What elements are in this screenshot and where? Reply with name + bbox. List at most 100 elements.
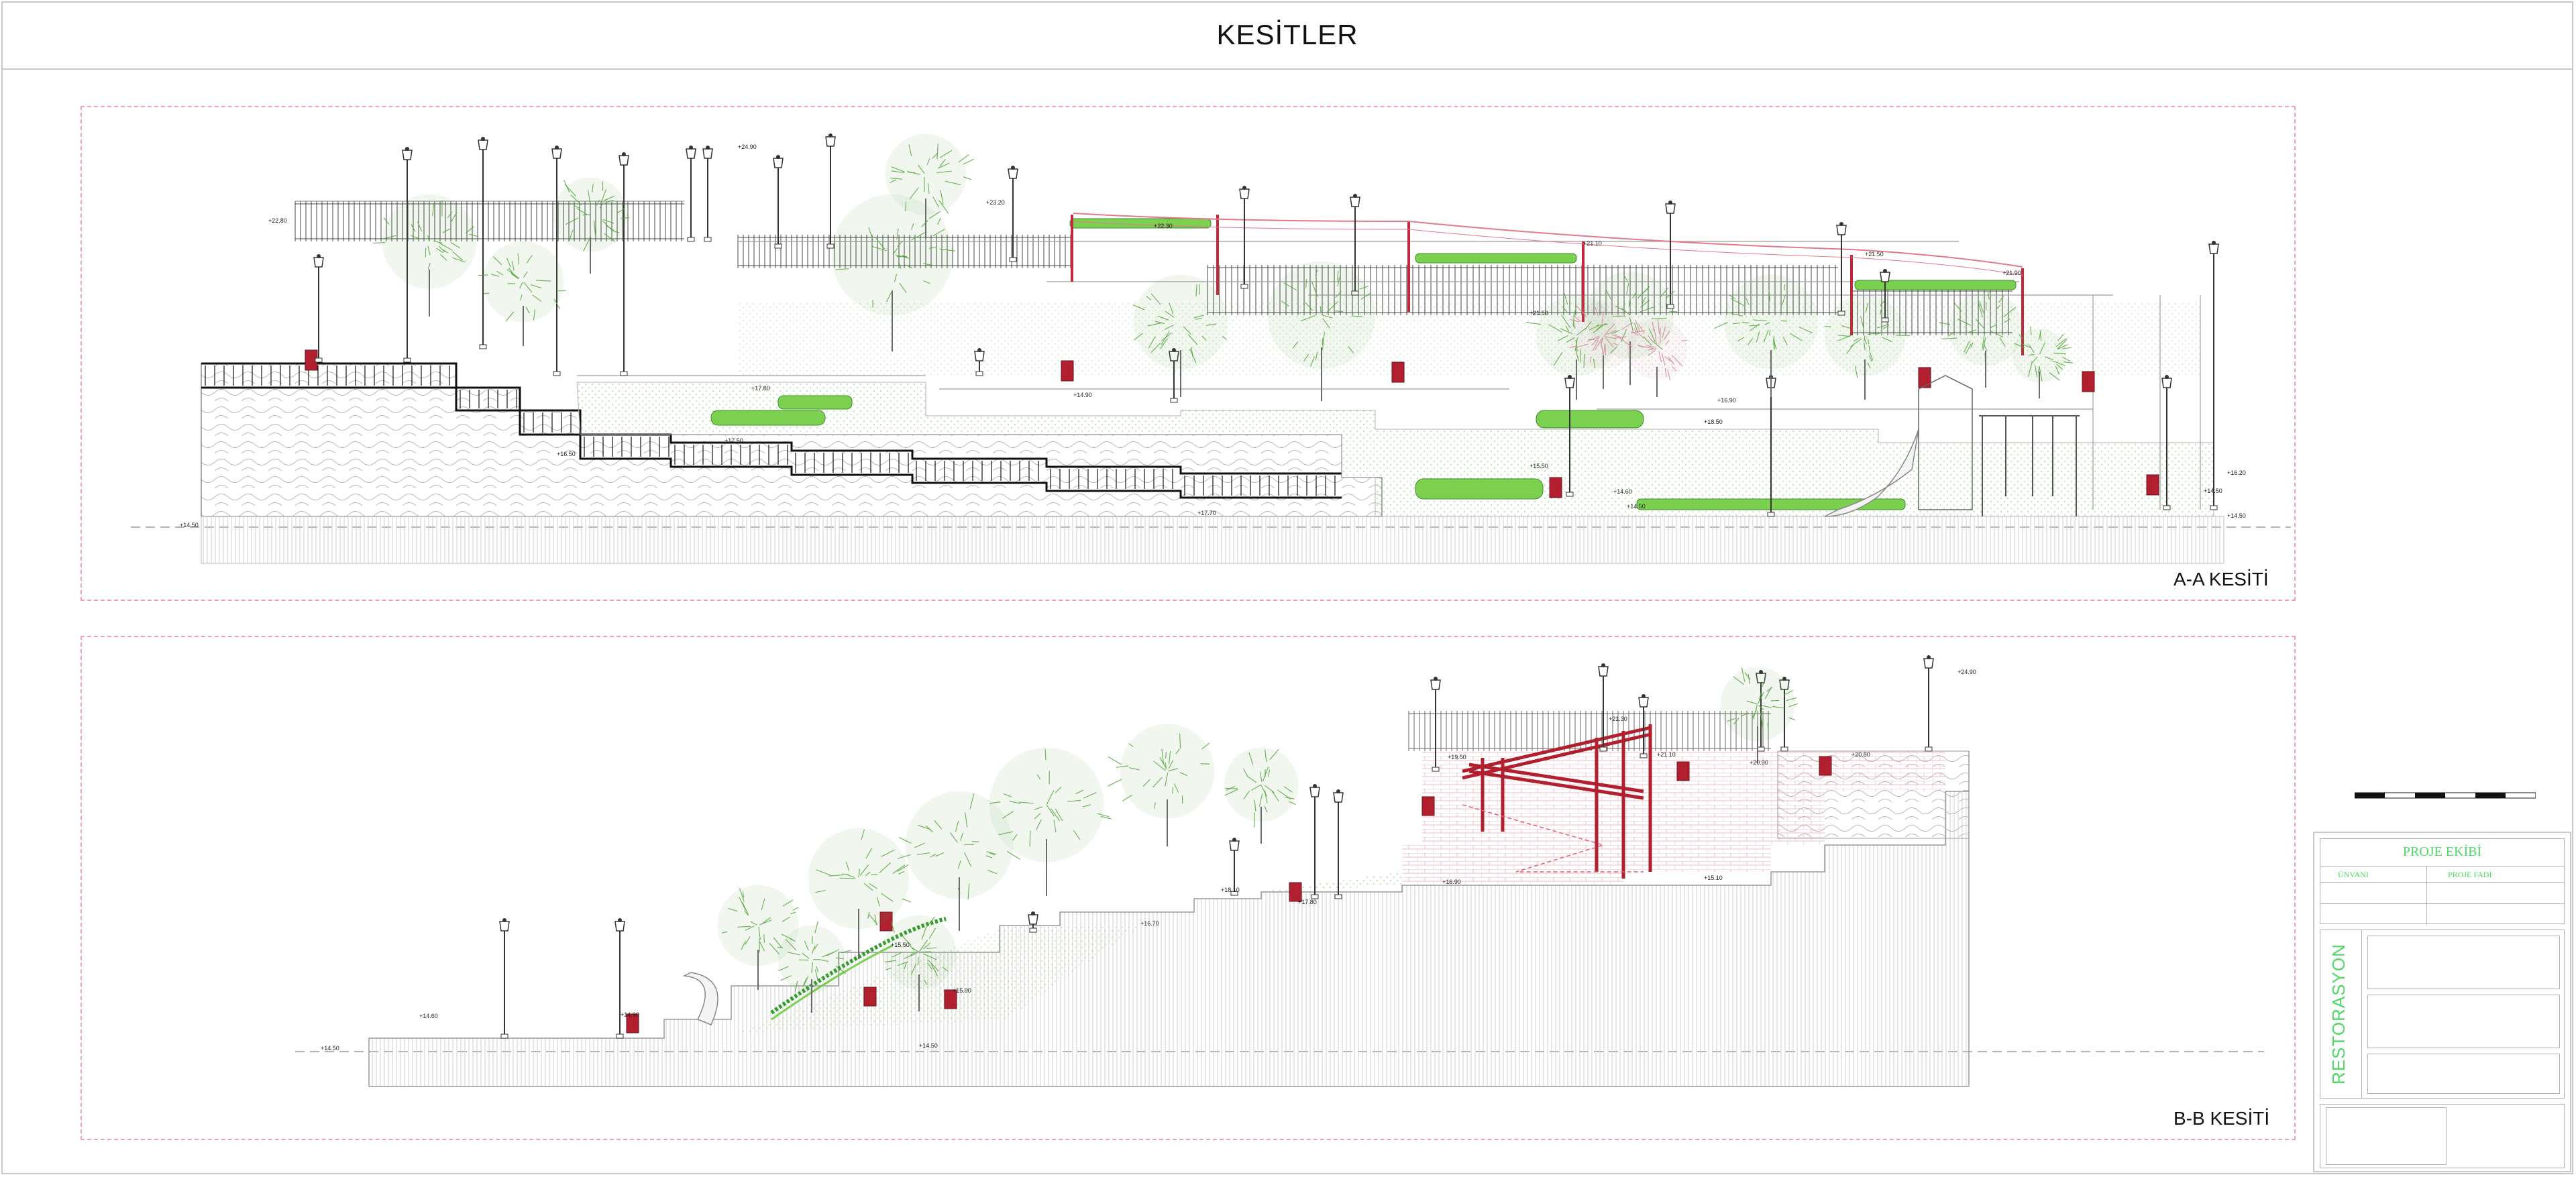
title-block: PROJE EKİBİ ÜNVANI PROJE FADI RESTORASYO… (2313, 832, 2571, 1172)
elevation-label: +18.10 (1221, 887, 1240, 893)
title-bar: KESİTLER (1, 1, 2573, 70)
lamp-post-icon (1309, 784, 1320, 899)
elevation-label: +14.50 (180, 522, 199, 528)
scale-bar (2355, 792, 2536, 799)
lamp-post-icon (1169, 348, 1179, 403)
tree-icon (1713, 274, 1819, 397)
lamp-post-icon (686, 146, 696, 242)
tree-icon (2012, 327, 2074, 398)
tree-icon (1224, 747, 1299, 844)
tree-icon (808, 828, 912, 959)
elevation-label: +21.30 (1609, 716, 1627, 722)
lamp-post-icon (1229, 838, 1240, 896)
title-column-label: ÜNVANI (2338, 870, 2369, 879)
elevation-label: +17.80 (1298, 899, 1317, 905)
tree-icon (989, 747, 1112, 896)
lamp-post-icon (619, 152, 629, 376)
elevation-label: +22.80 (268, 217, 287, 224)
tree-icon (1525, 293, 1620, 400)
info-cell (2367, 995, 2560, 1048)
elevation-label: +15.90 (953, 987, 971, 994)
elevation-label: +16.90 (1442, 879, 1461, 885)
tree-icon (1569, 301, 1646, 389)
elevation-label: +18.50 (1704, 418, 1723, 425)
lamp-post-icon (2161, 375, 2172, 510)
lamp-post-icon (499, 918, 510, 1039)
tree-icon (717, 885, 799, 990)
lamp-post-icon (478, 137, 488, 349)
sheet-title: KESİTLER (1216, 19, 1358, 50)
elevation-label: +22.30 (1154, 223, 1173, 229)
section-aa-label: A-A KESİTİ (2174, 569, 2269, 590)
section-bb-frame (80, 636, 2296, 1140)
lamp-post-icon (702, 146, 713, 242)
lamp-post-icon (1008, 166, 1018, 262)
tree-icon (478, 241, 566, 346)
lamp-post-icon (773, 155, 784, 249)
lamp-post-icon (614, 918, 625, 1039)
elevation-label: +14.90 (1073, 392, 1092, 398)
elevation-label: +17.70 (1197, 510, 1216, 516)
elevation-label: +15.10 (1704, 875, 1723, 881)
section-aa-drawing: +22.80+24.90+23.20+22.30+21.10+21.50+21.… (131, 133, 2291, 564)
lamp-post-icon (1598, 663, 1609, 752)
tree-icon (1108, 724, 1215, 846)
sheet-footer-box (2320, 1104, 2565, 1168)
tree-icon (1132, 274, 1228, 397)
section-bb-drawing: +24.90+21.30+21.10+20.80+20.90+19.50+18.… (295, 655, 2264, 1087)
elevation-label: +21.10 (1583, 240, 1602, 247)
name-column-label: PROJE FADI (2448, 870, 2492, 879)
lamp-post-icon (551, 146, 562, 376)
tree-icon (831, 194, 955, 351)
lamp-post-icon (1880, 269, 1890, 323)
lamp-post-icon (1779, 677, 1790, 752)
elevation-label: +14.50 (1627, 503, 1646, 510)
footer-cell (2326, 1107, 2447, 1165)
elevation-label: +14.60 (419, 1013, 438, 1019)
elevation-label: +16.20 (2227, 469, 2246, 476)
project-name-box: RESTORASYON (2320, 930, 2565, 1099)
project-name: RESTORASYON (2328, 944, 2349, 1084)
elevation-label: +15.50 (891, 942, 910, 948)
info-cell (2367, 936, 2560, 989)
lamp-post-icon (1350, 194, 1360, 296)
elevation-label: +21.90 (2002, 270, 2021, 276)
lamp-post-icon (1430, 677, 1441, 772)
lamp-post-icon (1564, 375, 1575, 497)
elevation-label: +21.50 (1529, 310, 1548, 317)
lamp-post-icon (1239, 186, 1250, 289)
elevation-label: +14.60 (1613, 488, 1632, 495)
tree-icon (1824, 294, 1911, 400)
elevation-label: +16.70 (1140, 920, 1159, 927)
elevation-label: +14.50 (919, 1042, 938, 1049)
elevation-label: +14.50 (2227, 512, 2246, 519)
tree-icon (553, 177, 630, 274)
project-team-box: PROJE EKİBİ ÜNVANI PROJE FADI (2320, 838, 2565, 925)
tree-icon (1939, 290, 2025, 388)
info-cell (2367, 1054, 2560, 1094)
elevation-label: +24.90 (738, 144, 757, 150)
tree-icon (885, 133, 975, 239)
section-aa-frame (80, 106, 2296, 601)
elevation-label: +15.50 (1529, 463, 1548, 469)
elevation-label: +14.50 (2204, 488, 2222, 494)
lamp-post-icon (1638, 694, 1649, 759)
tree-icon (777, 921, 852, 1013)
section-bb-label: B-B KESİTİ (2174, 1108, 2270, 1129)
elevation-label: +14.50 (321, 1045, 339, 1052)
lamp-post-icon (1923, 655, 1934, 752)
project-team-heading: PROJE EKİBİ (2402, 844, 2482, 859)
lamp-post-icon (313, 254, 324, 363)
lamp-post-icon (402, 147, 413, 363)
tree-icon (897, 791, 1021, 931)
tree-icon (372, 194, 479, 317)
lamp-post-icon (1333, 789, 1344, 899)
elevation-label: +21.10 (1657, 751, 1676, 758)
elevation-label: +14.90 (621, 1011, 639, 1018)
elevation-label: +16.50 (557, 451, 576, 457)
elevation-label: +24.90 (1957, 669, 1976, 675)
elevation-label: +17.50 (724, 437, 743, 444)
tree-icon (881, 915, 957, 1011)
